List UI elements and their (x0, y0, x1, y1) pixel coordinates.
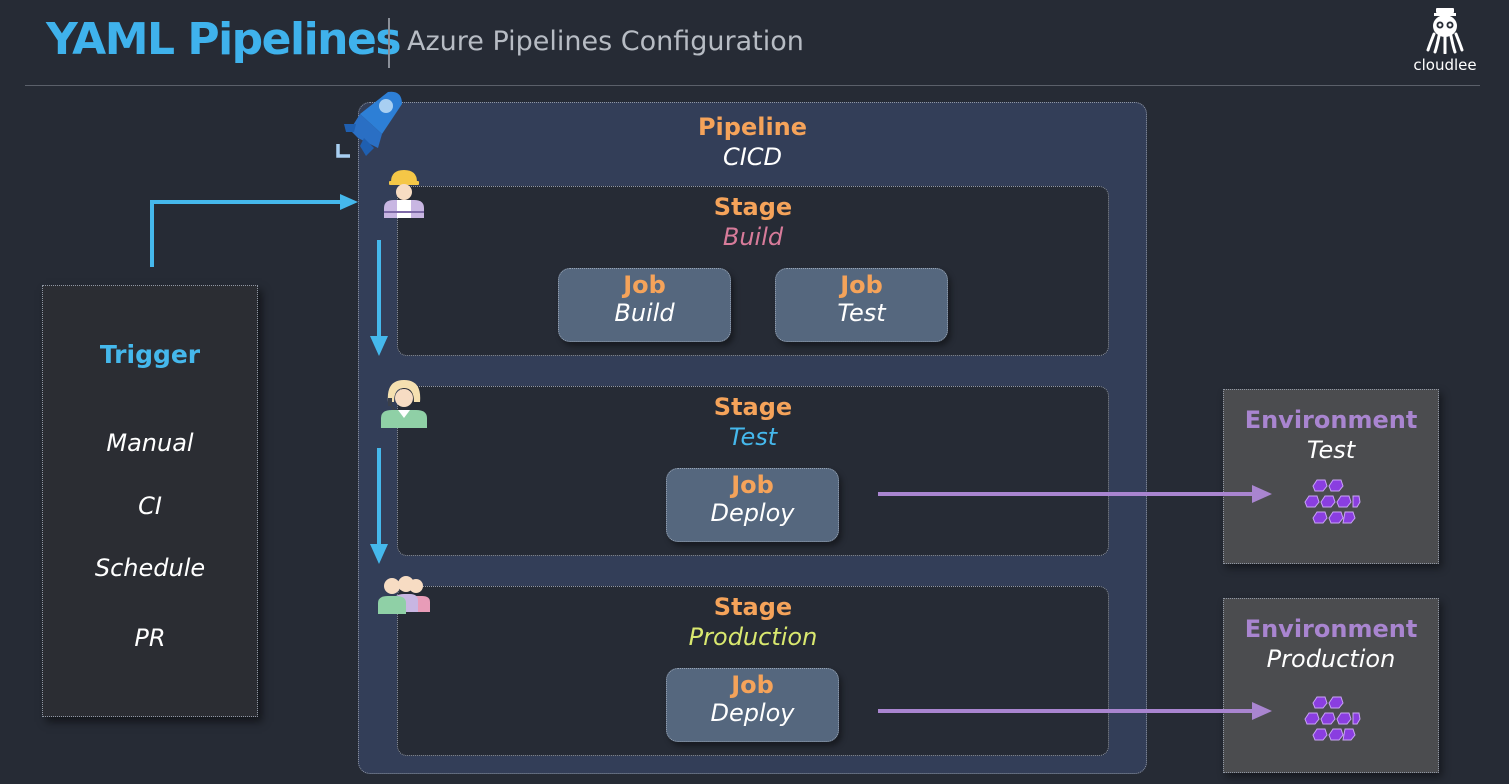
environment-label: Environment (1244, 615, 1418, 643)
builder-person-icon (384, 170, 424, 218)
stage-name: Build (722, 223, 784, 251)
job-name: Test (837, 299, 886, 327)
job-deploy-test: Job Deploy (666, 468, 839, 542)
environment-name: Production (1266, 645, 1396, 673)
stage-label: Stage (713, 593, 793, 621)
environment-name: Test (1306, 436, 1356, 464)
job-deploy-production: Job Deploy (666, 668, 839, 742)
stage-build (397, 186, 1109, 356)
stage-flow-arrow (370, 448, 388, 564)
trigger-item-ci: CI (138, 492, 162, 520)
job-label: Job (731, 671, 774, 699)
job-name: Deploy (710, 699, 795, 727)
stage-name: Test (728, 423, 778, 451)
job-label: Job (840, 271, 883, 299)
team-icon (378, 576, 430, 614)
page-title: YAML Pipelines (46, 14, 402, 65)
trigger-item-pr: PR (134, 624, 166, 652)
logo-text: cloudlee (1413, 56, 1477, 74)
deploy-to-environment-arrow (878, 702, 1272, 720)
deploy-to-environment-arrow (878, 485, 1272, 503)
trigger-box (42, 285, 258, 717)
trigger-item-manual: Manual (106, 429, 194, 457)
environment-label: Environment (1244, 406, 1418, 434)
kubernetes-cluster-icon (1304, 696, 1361, 741)
job-name: Deploy (710, 499, 795, 527)
logo: cloudlee (1400, 6, 1490, 74)
kubernetes-cluster-icon (1304, 479, 1361, 524)
header-divider (25, 85, 1480, 86)
stage-label: Stage (713, 193, 793, 221)
stage-name: Production (688, 623, 818, 651)
page-subtitle: Azure Pipelines Configuration (407, 26, 804, 57)
octopus-logo-icon (1426, 8, 1464, 55)
job-test: Job Test (775, 268, 948, 342)
pipeline-label: Pipeline (697, 113, 808, 141)
trigger-item-schedule: Schedule (94, 554, 206, 582)
azure-pipelines-icon (336, 91, 402, 158)
trigger-to-pipeline-arrow (150, 194, 358, 267)
job-name: Build (614, 299, 675, 327)
stage-label: Stage (713, 393, 793, 421)
support-person-icon (381, 380, 427, 428)
title-divider (388, 18, 390, 68)
trigger-heading: Trigger (99, 340, 201, 369)
job-label: Job (731, 471, 774, 499)
stage-flow-arrow (370, 240, 388, 356)
environment-test: Environment Test (1223, 389, 1439, 564)
pipeline-name: CICD (722, 143, 783, 171)
environment-production: Environment Production (1223, 598, 1439, 773)
job-build: Job Build (558, 268, 731, 342)
job-label: Job (623, 271, 666, 299)
